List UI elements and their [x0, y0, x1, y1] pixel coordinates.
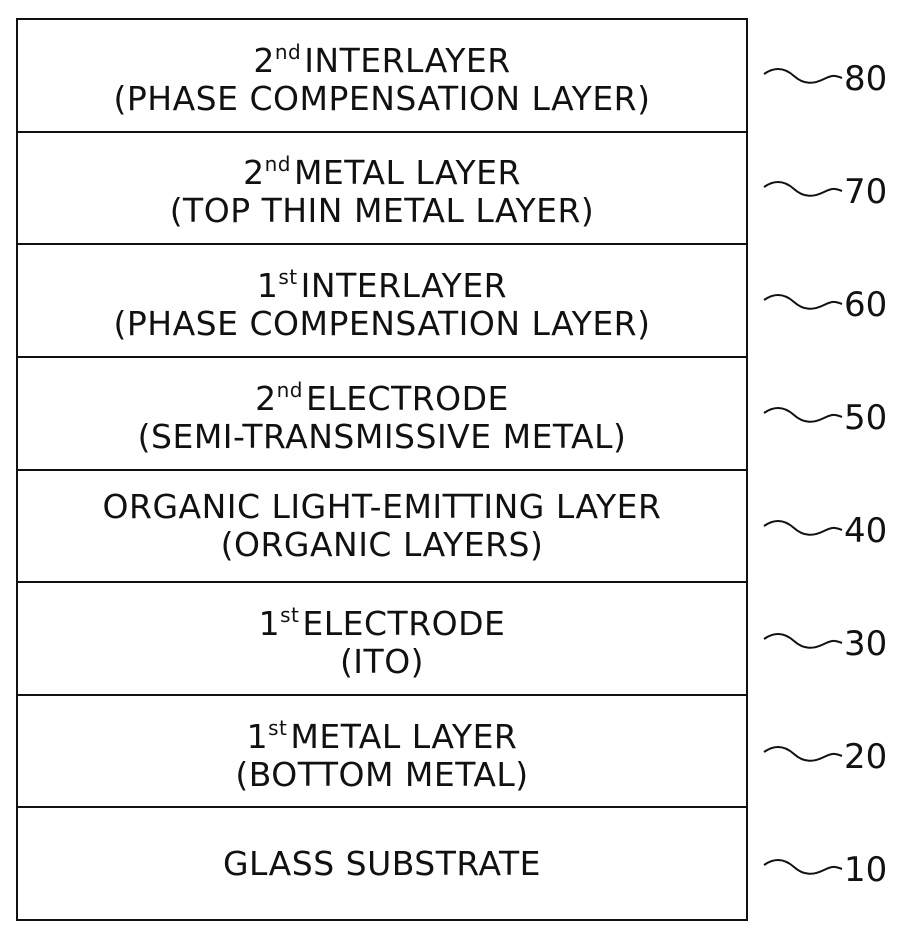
layer-70-title: 2ndMETAL LAYER — [243, 145, 521, 192]
layer-50-title: 2ndELECTRODE — [255, 371, 509, 418]
layer-20-metal-layer-1: 1stMETAL LAYER (BOTTOM METAL) — [18, 696, 746, 809]
layer-80-ordinal: 2 — [253, 40, 275, 80]
layer-70-metal-layer-2: 2ndMETAL LAYER (TOP THIN METAL LAYER) — [18, 133, 746, 246]
leader-line-60 — [763, 294, 843, 310]
layer-70-ordinal: 2 — [243, 153, 265, 193]
layer-70-ordinal-suffix: nd — [264, 152, 291, 177]
layer-20-name: METAL LAYER — [290, 716, 518, 756]
layer-40-title: ORGANIC LIGHT-EMITTING LAYER — [102, 486, 662, 526]
leader-line-30 — [763, 633, 843, 649]
layer-60-ordinal-suffix: st — [278, 265, 298, 290]
layer-40-organic-layer: ORGANIC LIGHT-EMITTING LAYER (ORGANIC LA… — [18, 471, 746, 584]
layer-40-subtitle: (ORGANIC LAYERS) — [220, 524, 544, 564]
layer-20-title: 1stMETAL LAYER — [247, 709, 518, 756]
layer-20-subtitle: (BOTTOM METAL) — [235, 754, 529, 794]
layer-50-electrode-2: 2ndELECTRODE (SEMI-TRANSMISSIVE METAL) — [18, 358, 746, 471]
layer-50-ordinal: 2 — [255, 378, 277, 418]
ref-numeral-40: 40 — [844, 511, 888, 551]
leader-line-10 — [763, 859, 843, 875]
layer-30-name: ELECTRODE — [302, 603, 506, 643]
layer-10-title: GLASS SUBSTRATE — [222, 843, 542, 883]
layer-80-title: 2ndINTERLAYER — [253, 33, 510, 80]
layer-80-interlayer-2: 2ndINTERLAYER (PHASE COMPENSATION LAYER) — [18, 20, 746, 133]
layer-50-ordinal-suffix: nd — [276, 377, 303, 402]
layer-30-ordinal-suffix: st — [280, 602, 300, 627]
layer-80-ordinal-suffix: nd — [274, 39, 302, 64]
leader-line-50 — [763, 407, 843, 423]
layer-20-ordinal: 1 — [246, 716, 269, 756]
layer-60-interlayer-1: 1stINTERLAYER (PHASE COMPENSATION LAYER) — [18, 245, 746, 358]
ref-numeral-80: 80 — [844, 59, 888, 99]
leader-line-80 — [763, 68, 843, 84]
layer-60-subtitle: (PHASE COMPENSATION LAYER) — [113, 304, 651, 344]
layer-50-subtitle: (SEMI-TRANSMISSIVE METAL) — [137, 416, 627, 456]
ref-numeral-30: 30 — [844, 624, 888, 664]
layer-60-ordinal: 1 — [256, 266, 279, 306]
leader-line-40 — [763, 520, 843, 536]
layer-30-electrode-1: 1stELECTRODE (ITO) — [18, 583, 746, 696]
leader-line-20 — [763, 746, 843, 762]
ref-numeral-10: 10 — [844, 850, 888, 890]
ref-numeral-60: 60 — [844, 285, 888, 325]
layer-60-name: INTERLAYER — [300, 266, 508, 306]
layer-30-subtitle: (ITO) — [339, 641, 425, 681]
layer-60-title: 1stINTERLAYER — [257, 258, 507, 305]
layer-10-glass-substrate: GLASS SUBSTRATE — [18, 808, 746, 919]
layer-30-title: 1stELECTRODE — [259, 596, 506, 643]
layer-70-subtitle: (TOP THIN METAL LAYER) — [169, 191, 595, 231]
layer-80-subtitle: (PHASE COMPENSATION LAYER) — [113, 78, 651, 118]
ref-numeral-70: 70 — [844, 172, 888, 212]
leader-line-70 — [763, 181, 843, 197]
layer-20-ordinal-suffix: st — [268, 715, 288, 740]
reference-numerals: 80 70 60 50 40 30 20 10 — [760, 0, 908, 946]
ref-numeral-50: 50 — [844, 398, 888, 438]
layer-stack: 2ndINTERLAYER (PHASE COMPENSATION LAYER)… — [16, 18, 748, 921]
layer-70-name: METAL LAYER — [293, 153, 521, 193]
layer-50-name: ELECTRODE — [305, 378, 509, 418]
layer-80-name: INTERLAYER — [304, 40, 511, 80]
layer-30-ordinal: 1 — [258, 603, 281, 643]
ref-numeral-20: 20 — [844, 737, 888, 777]
